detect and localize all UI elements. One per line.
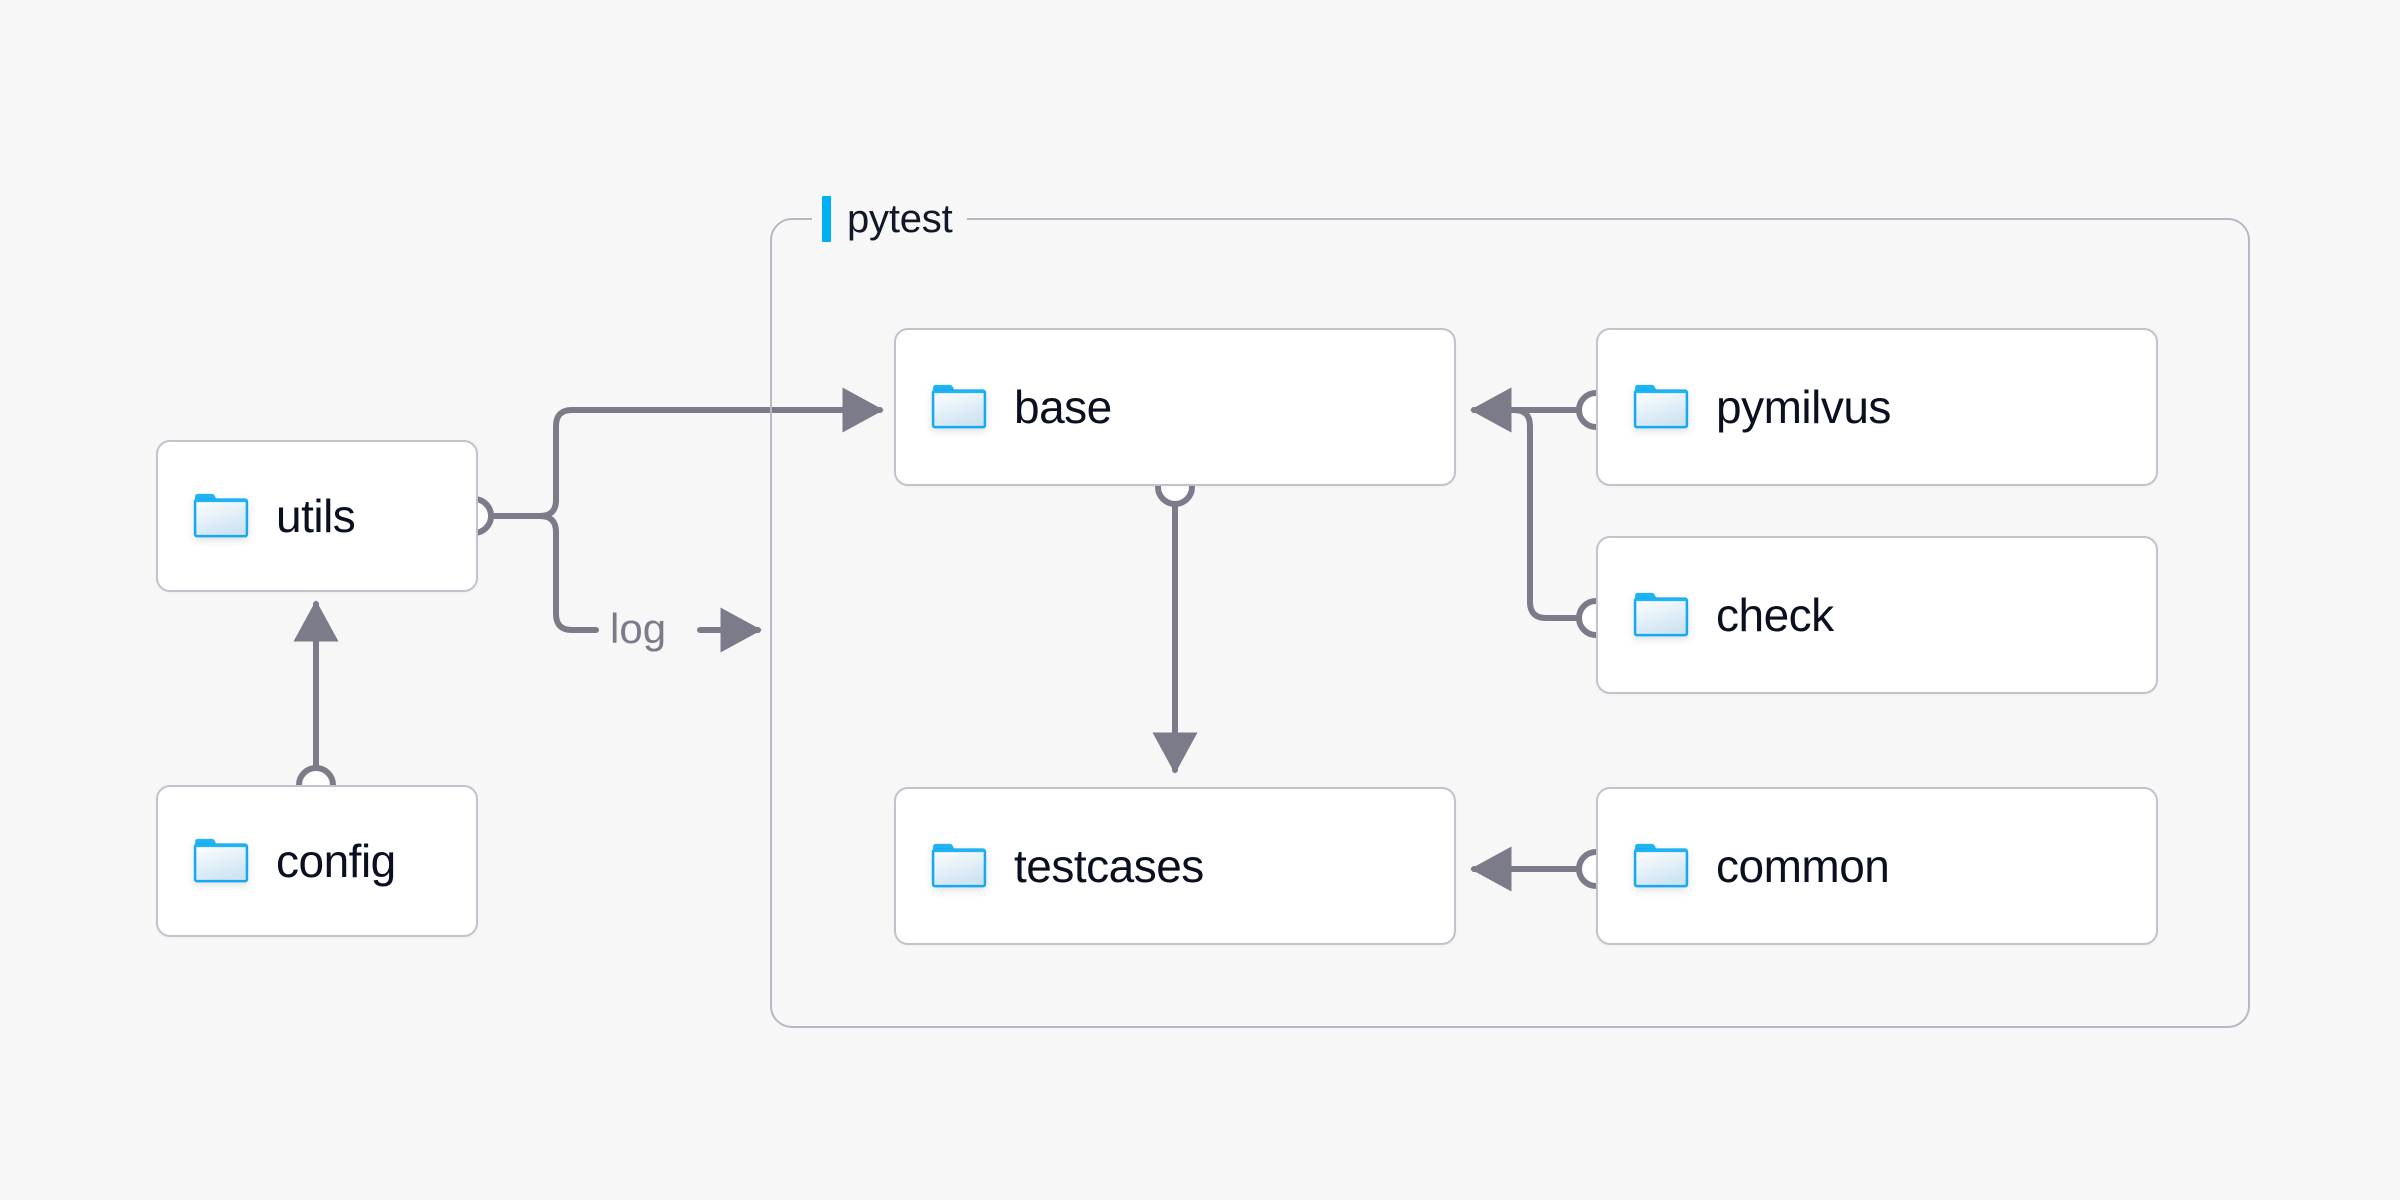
node-utils-content: utils (158, 490, 356, 542)
node-base-label: base (1014, 381, 1112, 433)
node-common[interactable]: common (1596, 787, 2158, 945)
node-base-content: base (896, 383, 1112, 431)
node-check-content: check (1598, 591, 1834, 639)
node-pymilvus-content: pymilvus (1598, 383, 1891, 431)
node-pymilvus-label: pymilvus (1716, 381, 1891, 433)
node-utils-label: utils (276, 490, 356, 542)
folder-icon (1633, 592, 1689, 637)
folder-icon (1633, 843, 1689, 888)
node-config-content: config (158, 837, 396, 885)
folder-icon (1633, 384, 1689, 429)
node-check[interactable]: check (1596, 536, 2158, 694)
node-config[interactable]: config (156, 785, 478, 937)
group-accent-bar (822, 196, 831, 242)
group-pytest-label-wrap: pytest (812, 192, 967, 246)
node-testcases-content: testcases (896, 842, 1204, 890)
node-config-label: config (276, 835, 396, 887)
node-testcases-label: testcases (1014, 840, 1204, 892)
folder-icon (193, 493, 249, 538)
node-base[interactable]: base (894, 328, 1456, 486)
folder-icon (931, 384, 987, 429)
folder-icon (193, 838, 249, 883)
edge-utils-log (537, 513, 599, 633)
node-check-label: check (1716, 589, 1834, 641)
node-common-content: common (1598, 840, 1890, 892)
node-pymilvus[interactable]: pymilvus (1596, 328, 2158, 486)
node-utils[interactable]: utils (156, 440, 478, 592)
group-pytest-label: pytest (847, 197, 953, 241)
node-common-label: common (1716, 840, 1890, 892)
group-pytest[interactable] (770, 218, 2250, 1028)
node-testcases[interactable]: testcases (894, 787, 1456, 945)
edge-label-log: log (602, 606, 675, 652)
folder-icon (931, 843, 987, 888)
